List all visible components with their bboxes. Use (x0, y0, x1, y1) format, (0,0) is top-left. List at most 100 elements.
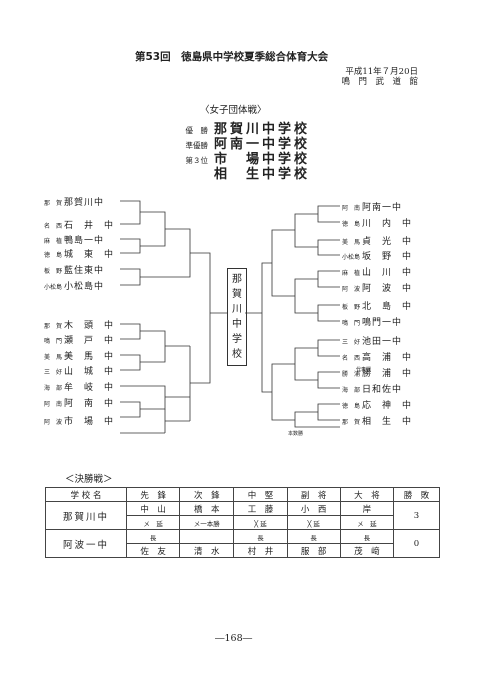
left-team-2: 名 西石 井 中 (44, 218, 114, 231)
left-team-1: 那 賀那賀川中 (44, 195, 104, 208)
district: 名 西 (44, 223, 63, 230)
school-name: 城 東 中 (64, 250, 115, 260)
award-row-winner: 優 勝 那賀川中学校 (170, 118, 310, 137)
award-name: 市 場中学校 (214, 152, 311, 167)
header-cell: 勝 敗 (393, 487, 440, 502)
left-team-5: 板 野藍住東中 (44, 263, 104, 276)
district: 徳 島 (44, 252, 63, 259)
venue: 鳴 門 武 道 館 (341, 77, 418, 87)
district: 名 西 (342, 355, 361, 362)
district: 麻 植 (44, 238, 63, 245)
right-team-4: 小松島坂 野 中 (342, 249, 412, 262)
left-team-3: 麻 植鴨島一中 (44, 233, 104, 246)
school-name: 北 島 中 (362, 302, 413, 312)
right-team-10: 名 西高 浦 中 (342, 350, 412, 363)
player: 橋 本 (179, 501, 235, 516)
district: 徳 島 (342, 403, 361, 410)
left-team-13: 阿 波市 場 中 (44, 414, 114, 427)
header-cell: 大 将 (339, 487, 395, 502)
district: 美 馬 (44, 354, 63, 361)
final-title: ＜決勝戦＞ (65, 474, 113, 485)
header-cell: 副 将 (286, 487, 341, 502)
player: 佐 友 (125, 543, 181, 558)
player: 村 井 (233, 543, 288, 558)
result-mark: 長 (125, 529, 181, 544)
award-row-third-b: 相 生中学校 (170, 163, 310, 182)
district: 阿 波 (342, 286, 361, 293)
right-team-5: 麻 植山 川 中 (342, 265, 412, 278)
school-name: 牟 岐 中 (64, 383, 115, 393)
district: 那 賀 (342, 419, 361, 426)
district: 板 野 (342, 304, 361, 311)
school-name: 阿南一中 (362, 203, 403, 213)
school-name: 勝 浦 中 (362, 369, 413, 379)
district: 三 好 (44, 369, 63, 376)
awards-list: 優 勝 那賀川中学校 準優勝 阿南一中学校 第３位 市 場中学校 相 生中学校 (170, 118, 311, 182)
district: 麻 植 (342, 270, 361, 277)
final-match-table: 学 校 名 先 鋒 次 鋒 中 堅 副 将 大 将 勝 敗 那賀川中 中 山 橋… (45, 487, 440, 558)
right-team-8: 鳴 門鳴門一中 (342, 315, 402, 328)
award-row-runnerup: 準優勝 阿南一中学校 (170, 133, 310, 152)
team2-school: 阿波一中 (45, 529, 127, 558)
team1-school: 那賀川中 (45, 501, 127, 530)
champion-char: 中 (232, 319, 242, 330)
team2-marks-row: 阿波一中 長 長 長 長 0 (45, 529, 440, 558)
player: 中 山 (125, 501, 181, 516)
left-team-7: 那 賀木 頭 中 (44, 318, 114, 331)
header-cell: 先 鋒 (125, 487, 181, 502)
result-mark: メ一本勝 (179, 515, 235, 530)
result-mark: 長 (233, 529, 288, 544)
award-name: 阿南一中学校 (214, 137, 311, 152)
team2-row: 佐 友 清 水 村 井 服 部 茂 﨑 (46, 543, 440, 558)
player: 小 西 (286, 501, 341, 516)
team1-wins: 3 (393, 501, 440, 530)
result-mark: ╳ 延 (233, 515, 288, 530)
final-header-row: 学 校 名 先 鋒 次 鋒 中 堅 副 将 大 将 勝 敗 (45, 487, 440, 502)
header-cell: 中 堅 (233, 487, 288, 502)
right-team-1: 阿 南阿南一中 (342, 200, 402, 213)
award-name: 相 生中学校 (214, 167, 311, 182)
right-team-12: 海 部日和佐中 (342, 382, 402, 395)
right-team-3: 美 馬貞 光 中 (342, 234, 412, 247)
player: 工 藤 (233, 501, 288, 516)
school-name: 貞 光 中 (362, 237, 413, 247)
district: 小松島 (44, 284, 63, 291)
district: 海 部 (342, 387, 361, 394)
district: 鳴 門 (44, 338, 63, 345)
right-team-9: 三 好池田一中 (342, 334, 402, 347)
champion-box: 那 賀 川 中 学 校 (227, 268, 247, 366)
right-team-7: 板 野北 島 中 (342, 299, 412, 312)
district: 那 賀 (44, 323, 63, 330)
left-team-9: 美 馬美 馬 中 (44, 349, 114, 362)
school-name: 市 場 中 (64, 417, 115, 427)
header-cell: 次 鋒 (179, 487, 235, 502)
right-team-13: 徳 島応 神 中 (342, 398, 412, 411)
left-team-4: 徳 島城 東 中 (44, 247, 114, 260)
school-name: 坂 野 中 (362, 252, 413, 262)
player: 岸 (339, 501, 395, 516)
player: 清 水 (179, 543, 235, 558)
school-name: 那賀川中 (64, 198, 105, 208)
tournament-title: 第53回 徳島県中学校夏季総合体育大会 (135, 51, 329, 63)
champion-char: 学 (232, 334, 242, 345)
district: 三 好 (342, 339, 361, 346)
school-name: 小松島中 (64, 282, 105, 292)
district: 勝 浦 (342, 371, 361, 378)
result-mark: メ 延 (339, 515, 395, 530)
result-mark: 長 (339, 529, 395, 544)
left-team-11: 海 部牟 岐 中 (44, 380, 114, 393)
rep-match-note: 代表戦 (356, 367, 372, 373)
school-name: 瀬 戸 中 (64, 336, 115, 346)
school-name: 美 馬 中 (64, 352, 115, 362)
award-label: 第３位 (185, 156, 209, 165)
right-team-14: 那 賀相 生 中 (342, 414, 412, 427)
champion-char: 校 (232, 349, 242, 360)
district: 美 馬 (342, 239, 361, 246)
school-name: 石 井 中 (64, 221, 115, 231)
champion-char: 賀 (232, 289, 242, 300)
team2-wins: 0 (393, 529, 440, 558)
left-team-10: 三 好山 城 中 (44, 364, 114, 377)
right-team-6: 阿 波阿 波 中 (342, 281, 412, 294)
left-team-12: 阿 南阿 南 中 (44, 396, 114, 409)
result-mark: ╳ 延 (286, 515, 341, 530)
